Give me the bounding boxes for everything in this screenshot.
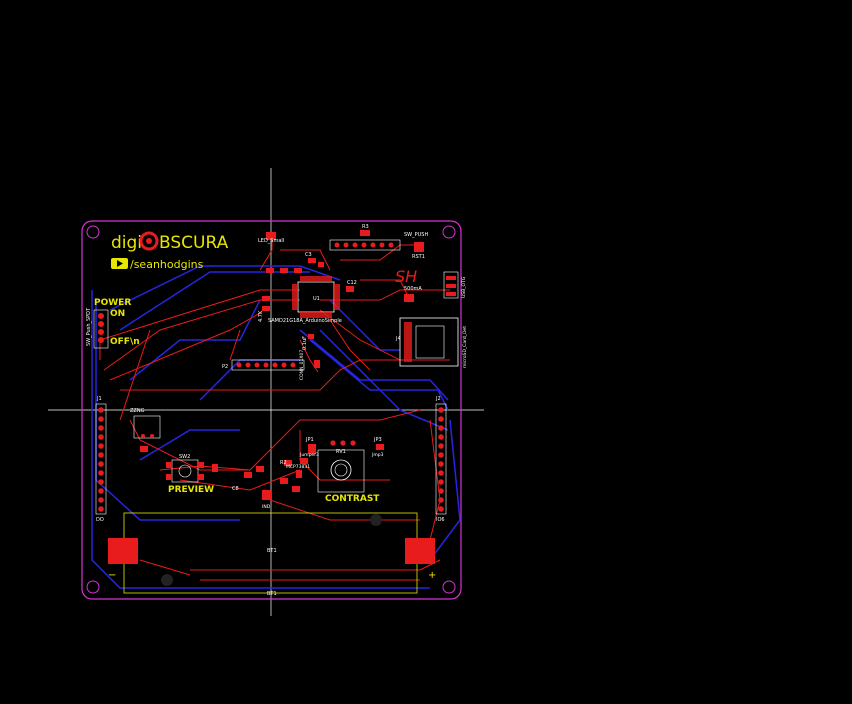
inductor-label: IND <box>262 504 271 510</box>
power-switch-footprint[interactable] <box>93 309 109 349</box>
mounting-hole-top-left <box>86 225 100 239</box>
p2-ref: P2 <box>222 364 228 370</box>
mcu-chip[interactable] <box>292 276 340 318</box>
lens-logo-center-icon <box>146 238 152 244</box>
mounting-hole-bottom-left <box>86 580 100 594</box>
small-connector[interactable] <box>133 415 161 452</box>
j4-ref: J4 <box>395 336 401 342</box>
c3-ref: C3 <box>305 252 312 258</box>
sd-ref: microSD_Card_Det <box>462 326 468 368</box>
p2-value: CONN_01X07 <box>299 350 305 380</box>
board-edge-outline <box>81 220 462 600</box>
microsd-slot[interactable] <box>399 317 459 367</box>
contrast-label: CONTRAST <box>325 494 380 504</box>
social-handle: /seanhodgins <box>130 258 204 271</box>
left-header-ref: J1 <box>96 396 102 402</box>
logo-prefix: digi <box>111 233 142 253</box>
fuse-value: 500mA <box>404 286 422 292</box>
right-header-connector[interactable] <box>435 403 447 515</box>
preview-label: PREVIEW <box>168 485 214 495</box>
usb-otg-connector[interactable] <box>443 271 459 299</box>
battery-plus-icon: + <box>428 570 436 581</box>
r2-ref: R2 <box>280 460 287 466</box>
jp3-ref: JP3 <box>373 437 382 443</box>
mcu-value: SAMD21G18A_ArduinoSimple <box>268 318 342 324</box>
preview-switch[interactable] <box>166 459 204 483</box>
cap-value: 0.1uF <box>302 336 308 350</box>
power-label: POWER <box>94 298 131 308</box>
on-label: ON <box>110 309 125 319</box>
sw2-ref: SW2 <box>179 454 190 460</box>
r3-ref: R3 <box>362 224 369 230</box>
rv1-ref: RV1 <box>336 449 346 455</box>
contrast-potentiometer[interactable] <box>317 440 365 493</box>
right-header-ref: J2 <box>435 396 441 402</box>
passive-components <box>262 232 424 368</box>
p2-connector[interactable] <box>231 359 305 371</box>
jp1-value: Jumper3 <box>299 452 319 458</box>
c8-ref: C8 <box>232 486 239 492</box>
left-header-value: DO <box>96 517 104 523</box>
jp3-pad <box>376 444 384 450</box>
right-header-value: IO6 <box>436 517 445 523</box>
connector-label: ZZNG <box>130 408 145 414</box>
back-copper-traces <box>91 265 461 589</box>
jp1-pad <box>308 444 316 450</box>
preview-resistor <box>212 464 218 472</box>
battery-holder[interactable] <box>108 512 435 594</box>
lens-logo-icon <box>139 231 159 251</box>
r3-pad <box>360 230 370 236</box>
battery-ref-bottom: BT1 <box>267 591 277 597</box>
jp3-value: Jmp3 <box>371 452 384 458</box>
initials-signature: SH <box>395 267 417 286</box>
charger-components <box>244 448 316 500</box>
mounting-hole-top-right <box>442 225 456 239</box>
front-copper-traces <box>99 236 450 581</box>
usb-ref: USB_OTG <box>461 276 467 298</box>
charger-ic: MCP73831 <box>286 464 310 470</box>
sw-power-ref: SW_Push_SPDT <box>86 307 92 346</box>
mcu-ref: U1 <box>313 296 320 302</box>
mounting-hole-bottom-right <box>442 580 456 594</box>
rst-ref: RST1 <box>412 254 425 260</box>
battery-minus-icon: − <box>108 570 116 581</box>
resistor-value: 4.7K <box>258 310 264 322</box>
logo-suffix: BSCURA <box>159 233 229 253</box>
led-ref: LED_Small <box>258 238 284 244</box>
sw-push-ref: SW_PUSH <box>404 232 428 238</box>
jp1-ref: JP1 <box>305 437 314 443</box>
c12-ref: C12 <box>347 280 357 286</box>
off-label: OFF\n <box>110 337 140 347</box>
left-header-connector[interactable] <box>95 403 107 515</box>
play-icon <box>117 260 123 267</box>
top-header-connector[interactable] <box>329 239 401 251</box>
battery-ref: BT1 <box>267 548 277 554</box>
